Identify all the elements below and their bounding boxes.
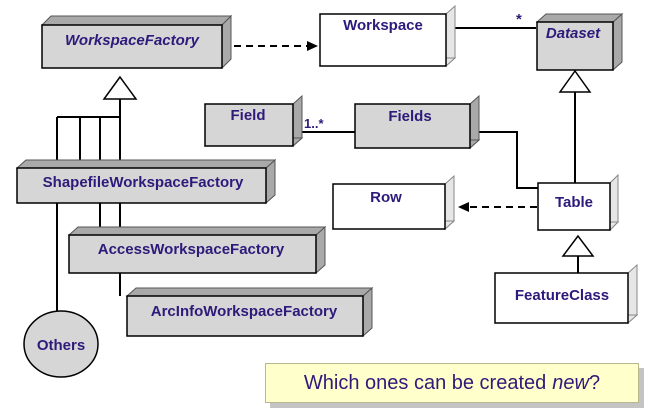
class-table: Table xyxy=(536,173,620,232)
access-factory-label: AccessWorkspaceFactory xyxy=(98,241,285,258)
class-dataset: Dataset xyxy=(535,12,624,72)
class-workspace: Workspace xyxy=(318,4,457,68)
multiplicity-field-fields: 1..* xyxy=(304,116,324,131)
feature-class-label: FeatureClass xyxy=(515,287,609,304)
question-suffix: ? xyxy=(588,371,601,394)
class-workspace-factory: WorkspaceFactory xyxy=(40,14,233,70)
others-ellipse: Others xyxy=(23,310,99,378)
shapefile-factory-label: ShapefileWorkspaceFactory xyxy=(43,174,244,191)
table-label: Table xyxy=(555,194,593,211)
field-label: Field xyxy=(230,107,265,124)
workspace-label: Workspace xyxy=(343,17,423,34)
dataset-label: Dataset xyxy=(546,25,601,42)
triangle-workspace-factory xyxy=(102,75,138,100)
triangle-table xyxy=(561,234,595,257)
question-text: Which ones can be created xyxy=(303,371,547,394)
workspace-factory-label: WorkspaceFactory xyxy=(65,32,200,49)
question-callout: Which ones can be created new ? xyxy=(265,363,639,403)
arcinfo-factory-label: ArcInfoWorkspaceFactory xyxy=(151,303,338,320)
class-access-factory: AccessWorkspaceFactory xyxy=(67,225,327,275)
class-shapefile-factory: ShapefileWorkspaceFactory xyxy=(15,158,277,205)
question-emphasis: new xyxy=(552,371,589,394)
class-row: Row xyxy=(331,174,456,231)
triangle-dataset xyxy=(558,69,592,93)
class-fields: Fields xyxy=(353,94,481,150)
class-feature-class: FeatureClass xyxy=(493,263,639,325)
arrowhead-table-row xyxy=(458,202,469,212)
multiplicity-workspace-dataset: * xyxy=(516,11,522,28)
class-field: Field xyxy=(203,94,304,148)
association-fields-table xyxy=(470,131,540,189)
class-arcinfo-factory: ArcInfoWorkspaceFactory xyxy=(125,286,374,338)
others-label: Others xyxy=(37,337,85,354)
row-label: Row xyxy=(370,189,402,206)
fields-label: Fields xyxy=(388,108,431,125)
arrowhead-factory-workspace xyxy=(307,41,318,51)
